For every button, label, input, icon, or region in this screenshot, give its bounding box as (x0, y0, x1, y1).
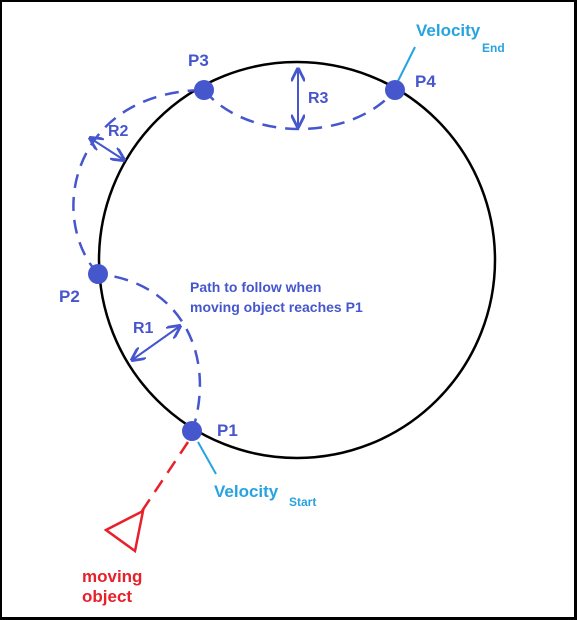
velocity-start-label: Velocity (214, 482, 279, 501)
point-p1 (182, 421, 202, 441)
approach-line (136, 441, 190, 518)
main-circle (97, 60, 497, 460)
point-p3 (194, 80, 214, 100)
moving-object-label-line2: object (82, 587, 132, 606)
label-p1: P1 (217, 421, 238, 440)
velocity-start-line (197, 441, 217, 475)
r2-arrow (90, 138, 124, 160)
path-note-line1: Path to follow when (190, 279, 321, 295)
velocity-end-line (396, 46, 416, 84)
label-p3: P3 (188, 51, 209, 70)
label-p4: P4 (415, 72, 436, 91)
point-p2 (88, 264, 108, 284)
path-arc-p2-p3 (72, 88, 205, 275)
velocity-end-subscript: End (482, 41, 505, 55)
label-r3: R3 (308, 90, 329, 107)
path-note-line2: moving object reaches P1 (190, 299, 363, 315)
label-r1: R1 (133, 320, 154, 337)
velocity-start-subscript: Start (289, 495, 316, 509)
velocity-end-label: Velocity (416, 21, 481, 40)
label-r2: R2 (108, 123, 129, 140)
path-arc-p3-p4 (203, 89, 396, 131)
path-arc-p1-p2 (97, 272, 202, 433)
point-p4 (385, 80, 405, 100)
moving-object-label-line1: moving (82, 567, 142, 586)
r1-arrow (132, 326, 180, 360)
label-p2: P2 (59, 287, 80, 306)
triangle-icon (103, 508, 145, 554)
